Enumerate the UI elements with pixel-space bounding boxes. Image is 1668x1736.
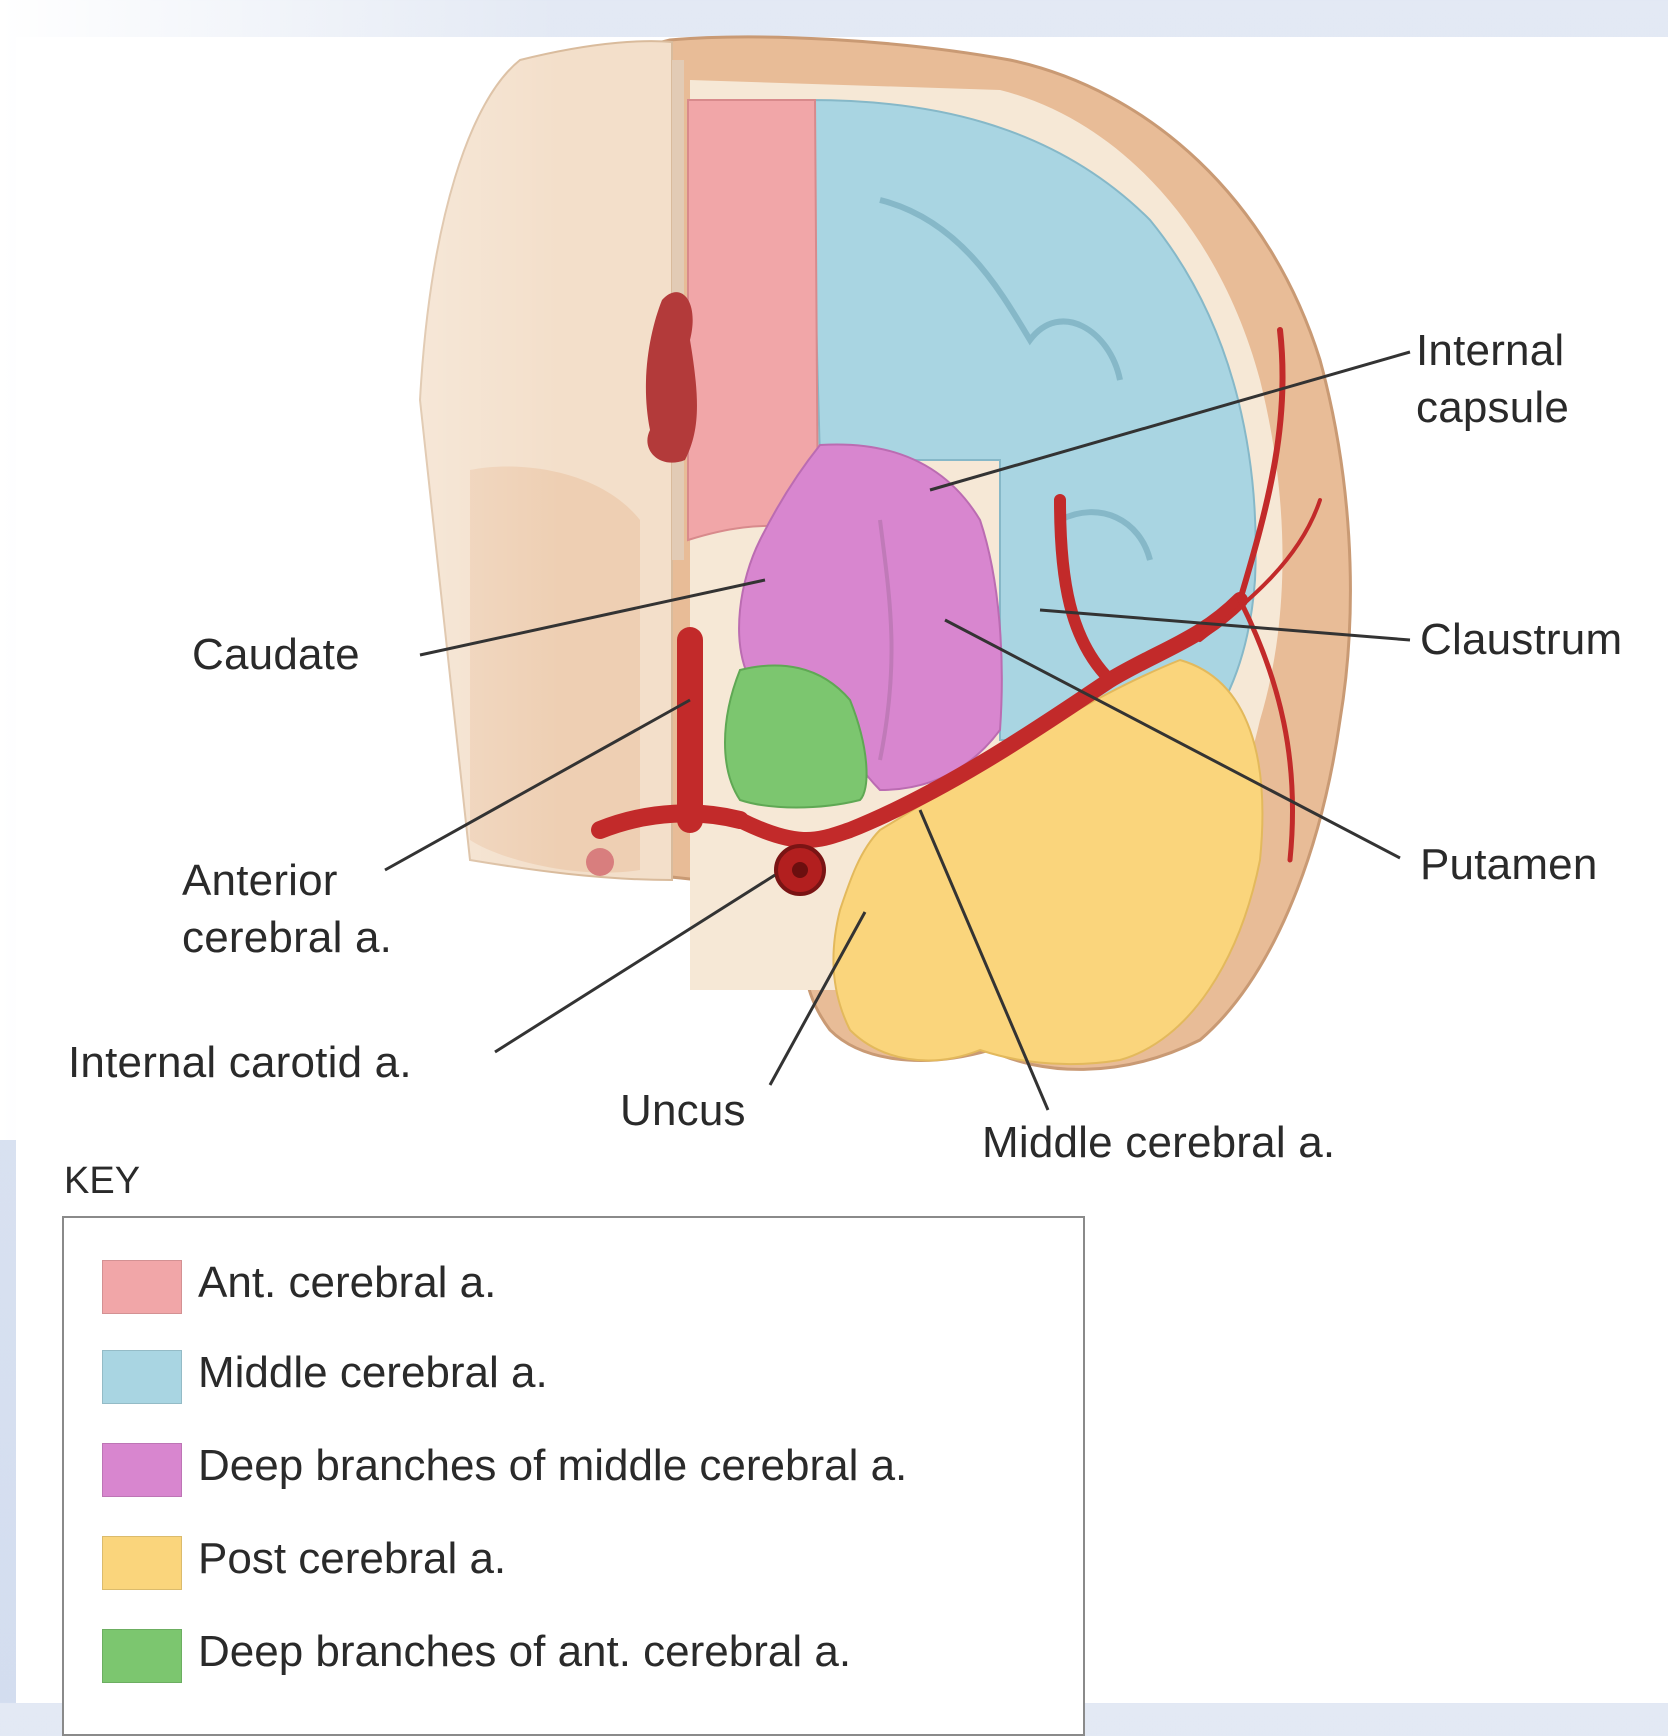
- key-label: Deep branches of middle cerebral a.: [198, 1441, 907, 1491]
- key-legend: Ant. cerebral a. Middle cerebral a. Deep…: [62, 1216, 1085, 1736]
- label-internal-capsule: Internal capsule: [1416, 322, 1569, 436]
- key-label: Ant. cerebral a.: [198, 1258, 496, 1308]
- key-title: KEY: [64, 1160, 140, 1203]
- key-label: Middle cerebral a.: [198, 1348, 548, 1398]
- key-label: Deep branches of ant. cerebral a.: [198, 1627, 851, 1677]
- label-middle-cerebral: Middle cerebral a.: [982, 1114, 1335, 1171]
- label-anterior-cerebral: Anterior cerebral a.: [182, 852, 392, 966]
- label-claustrum: Claustrum: [1420, 611, 1622, 668]
- swatch-deep-middle-cerebral: [102, 1443, 182, 1497]
- swatch-middle-cerebral: [102, 1350, 182, 1404]
- label-uncus: Uncus: [620, 1082, 746, 1139]
- swatch-post-cerebral: [102, 1536, 182, 1590]
- swatch-ant-cerebral: [102, 1260, 182, 1314]
- label-putamen: Putamen: [1420, 836, 1598, 893]
- label-caudate: Caudate: [192, 626, 360, 683]
- label-internal-carotid: Internal carotid a.: [68, 1034, 412, 1091]
- key-label: Post cerebral a.: [198, 1534, 506, 1584]
- swatch-deep-ant-cerebral: [102, 1629, 182, 1683]
